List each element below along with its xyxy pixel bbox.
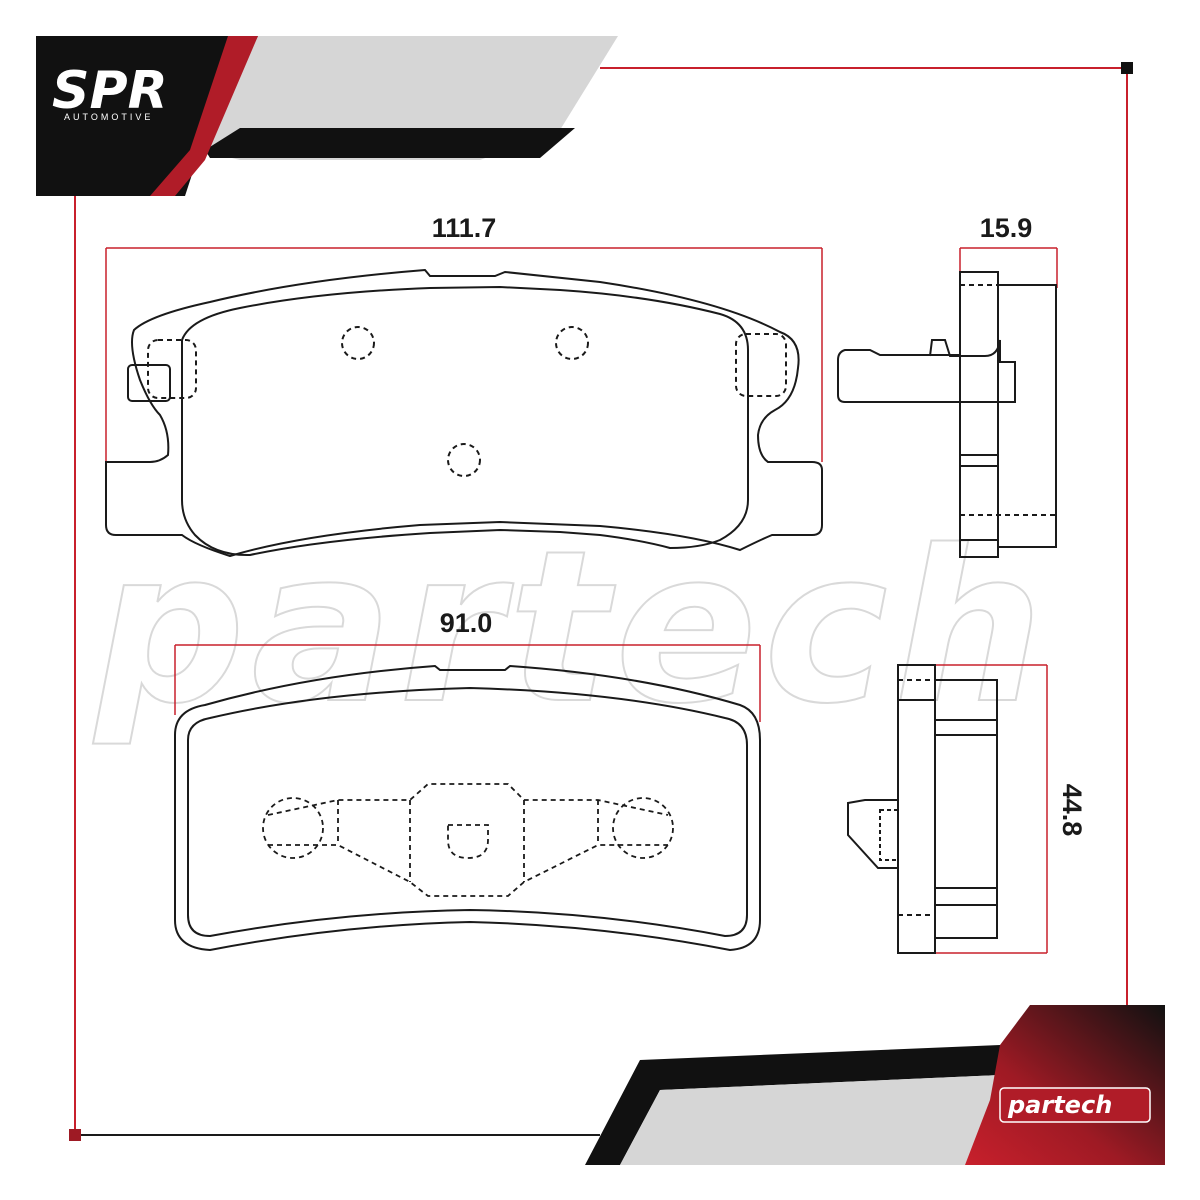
- dimension-label-thickness: 15.9: [980, 213, 1033, 243]
- spr-logo-subtitle: AUTOMOTIVE: [64, 112, 153, 122]
- pad-side-view-height: [847, 664, 1048, 954]
- dimension-line-15-9: [959, 247, 1058, 288]
- dimension-line-91-0: [174, 644, 761, 722]
- pad-front-view: [105, 247, 823, 558]
- dimension-label-width-outer: 111.7: [432, 213, 497, 243]
- dimension-label-height: 44.8: [1057, 784, 1087, 837]
- outer-frame: [69, 62, 1133, 1141]
- footer-banner: partech: [585, 1005, 1165, 1165]
- partech-logo: partech: [1007, 1091, 1112, 1119]
- dimension-line-44-8: [935, 664, 1048, 954]
- frame-corner-marker: [1121, 62, 1133, 74]
- dimension-label-width-inner: 91.0: [440, 608, 493, 638]
- frame-corner-marker: [69, 1129, 81, 1141]
- pad-side-view: [837, 247, 1058, 558]
- spr-logo: SPR: [52, 61, 168, 121]
- header-banner: SPR AUTOMOTIVE: [36, 36, 618, 196]
- partech-logo-badge: [999, 1087, 1151, 1123]
- pad-rear-view: [174, 644, 761, 952]
- dimension-line-111-7: [105, 247, 823, 462]
